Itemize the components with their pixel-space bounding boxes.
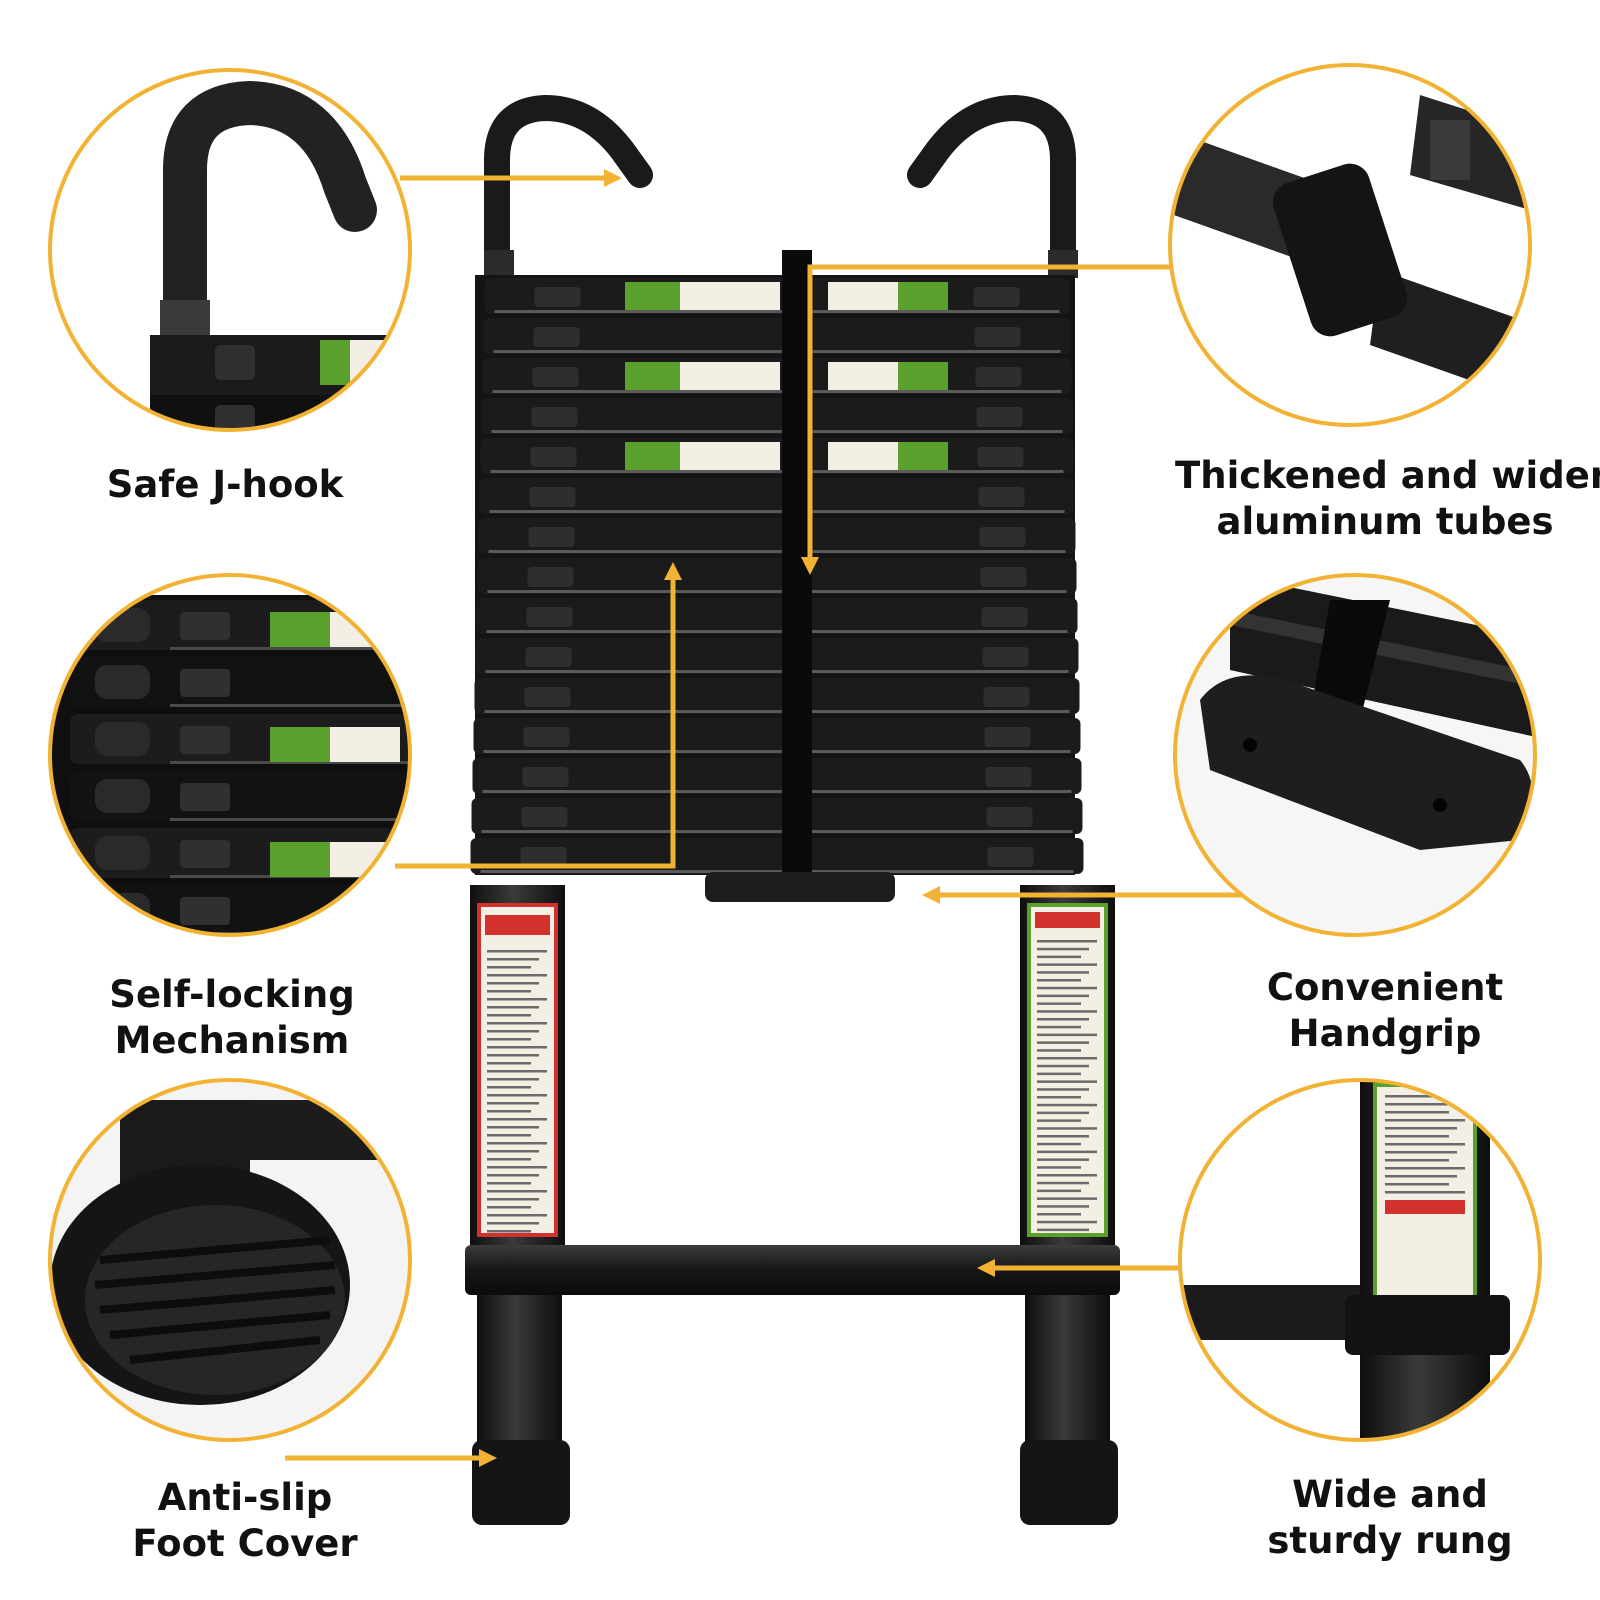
caption-self-locking-mechanism: Self-locking Mechanism bbox=[22, 972, 442, 1064]
stacked-rung bbox=[484, 278, 1070, 314]
stacked-rung bbox=[471, 798, 1083, 834]
rung-detail-icon bbox=[1178, 1078, 1542, 1442]
rung-stack bbox=[470, 278, 1084, 874]
caption-line: Foot Cover bbox=[132, 1522, 358, 1565]
left-foot-cap bbox=[472, 1440, 570, 1525]
ladder-main bbox=[465, 94, 1120, 1525]
stacked-rung bbox=[482, 358, 1072, 394]
caption-line: Convenient bbox=[1266, 966, 1504, 1009]
stacked-rung bbox=[481, 398, 1073, 434]
caption-line: Self-locking bbox=[109, 973, 355, 1016]
caption-line: Safe J-hook bbox=[106, 463, 344, 506]
right-j-hook bbox=[907, 94, 1076, 278]
stacked-rung bbox=[474, 678, 1080, 714]
caption-wide-sturdy-rung: Wide and sturdy rung bbox=[1180, 1472, 1600, 1564]
stacked-rung bbox=[480, 438, 1074, 474]
stacked-rung bbox=[475, 638, 1079, 674]
caption-line: Wide and bbox=[1292, 1473, 1488, 1516]
stacked-rung bbox=[473, 718, 1081, 754]
caption-line: Anti-slip bbox=[157, 1476, 333, 1519]
caption-anti-slip-foot-cover: Anti-slip Foot Cover bbox=[35, 1475, 455, 1567]
handgrip-detail-icon bbox=[1173, 573, 1537, 937]
handgrip bbox=[705, 872, 895, 902]
stacked-rung bbox=[472, 758, 1082, 794]
caption-convenient-handgrip: Convenient Handgrip bbox=[1175, 965, 1595, 1057]
left-tube-safety-label bbox=[477, 903, 558, 1237]
caption-line: aluminum tubes bbox=[1216, 500, 1554, 543]
stacked-rung bbox=[478, 518, 1076, 554]
j-hook-detail-icon bbox=[48, 68, 412, 432]
caption-line: Handgrip bbox=[1288, 1012, 1482, 1055]
caption-aluminum-tubes: Thickened and wider aluminum tubes bbox=[1175, 453, 1600, 545]
left-j-hook bbox=[484, 94, 653, 278]
bottom-rung bbox=[465, 1245, 1120, 1295]
caption-line: sturdy rung bbox=[1267, 1519, 1513, 1562]
right-foot-cap bbox=[1020, 1440, 1118, 1525]
stacked-rung bbox=[479, 478, 1075, 514]
lock-detail-icon bbox=[48, 573, 412, 937]
tube-detail-icon bbox=[1168, 63, 1532, 427]
stacked-rung bbox=[483, 318, 1071, 354]
caption-line: Thickened and wider bbox=[1175, 454, 1600, 497]
foot-cap-detail-icon bbox=[48, 1078, 412, 1442]
stacked-rung bbox=[470, 838, 1084, 874]
caption-safe-j-hook: Safe J-hook bbox=[15, 462, 435, 508]
leader-lines bbox=[285, 169, 1270, 1467]
caption-line: Mechanism bbox=[114, 1019, 350, 1062]
stacked-rung bbox=[476, 598, 1078, 634]
right-tube-safety-label bbox=[1027, 903, 1108, 1237]
stacked-rung bbox=[477, 558, 1077, 594]
